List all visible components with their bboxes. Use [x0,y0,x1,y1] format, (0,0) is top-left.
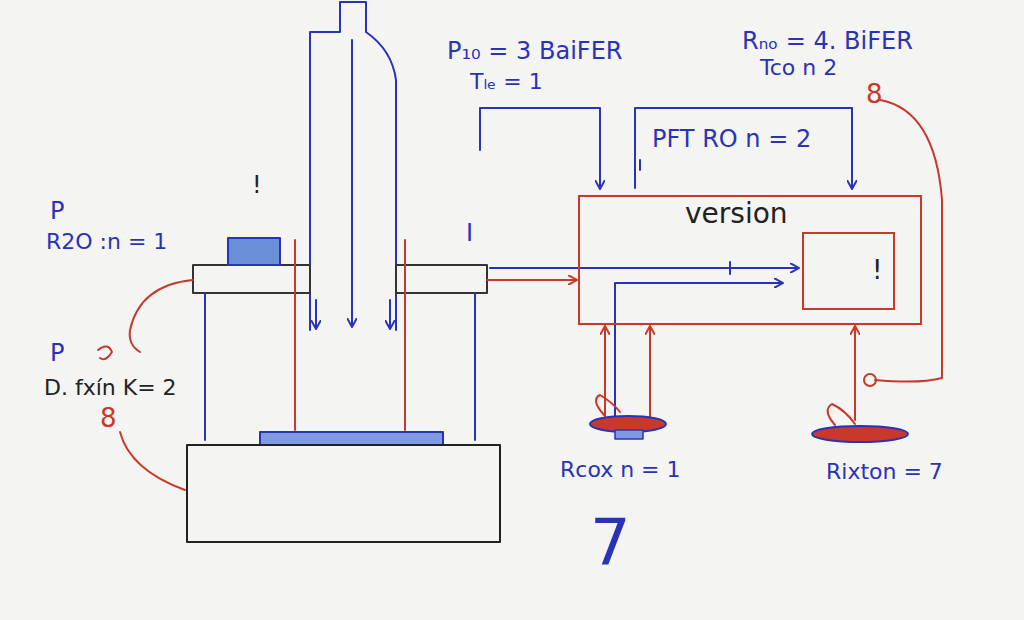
formula-label: P₁₀ = 3 BaiFER [447,38,622,64]
part-label: P [50,198,64,224]
formula-label: PFT RO n = 2 [652,126,811,152]
callout-number: 8 [100,404,117,433]
node-text: version [685,199,788,230]
formula-label: D. fxín K= 2 [44,376,177,400]
part-label: I [466,220,473,246]
formula-label: Rixton = 7 [826,460,943,484]
callout-number: 8 [866,80,883,109]
formula-label: Rₙₒ = 4. BiFER [742,28,913,54]
node-text: ! [872,256,882,285]
part-label: P [50,340,64,366]
formula-label: Tco n 2 [760,56,837,80]
formula-label: Rcox n = 1 [560,458,681,482]
process-box: version! [578,195,922,325]
warning-mark: ! [252,172,262,198]
formula-label: Tₗₑ = 1 [470,70,543,94]
formula-label: R2O :n = 1 [46,230,167,254]
inner-box: ! [802,232,895,310]
callout-number: 7 [590,508,631,578]
